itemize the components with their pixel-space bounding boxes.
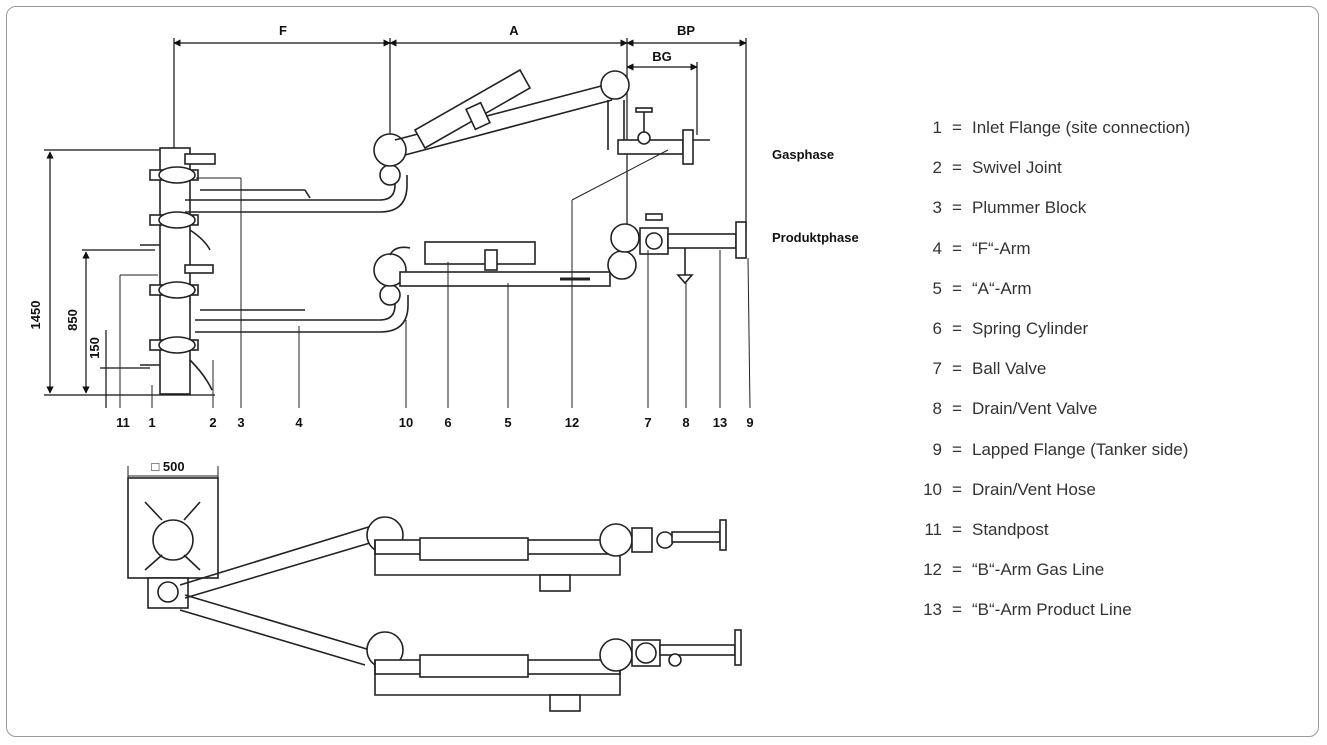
part-label: 9 [746,415,753,430]
part-label: 3 [237,415,244,430]
legend-item: 5 = “A“-Arm [905,269,1315,309]
diagram-frame [6,6,1319,737]
legend-number: 2 [932,158,942,178]
legend-number: 13 [923,600,942,620]
legend-item: 12 = “B“-Arm Gas Line [905,550,1315,590]
legend-text: Standpost [972,519,1049,539]
dimension-labels: F A BP BG 1450 850 150 □ 500 [28,23,695,474]
part-label: 11 [116,415,130,430]
part-label: 6 [444,415,451,430]
legend-number: 10 [923,479,942,499]
legend-text: Swivel Joint [972,158,1062,178]
part-label: 1 [148,415,155,430]
dim-850: 850 [65,309,80,331]
part-label: 5 [504,415,511,430]
legend-number: 1 [932,118,942,138]
dim-1450: 1450 [28,301,43,330]
product-arm-elevation [195,213,747,333]
legend-equals: = [952,278,962,298]
part-label: 12 [565,415,579,430]
legend-item: 3 = Plummer Block [905,188,1315,228]
dim-a: A [509,23,519,38]
legend-text: “B“-Arm Gas Line [972,560,1105,580]
part-label: 13 [713,415,727,430]
legend-equals: = [952,118,962,138]
part-label: 2 [209,415,216,430]
plan-view [127,466,742,712]
dim-f: F [279,23,287,38]
dim-bg: BG [652,49,672,64]
legend-item: 11 = Standpost [905,510,1315,550]
legend-number: 3 [932,198,942,218]
dim-bp: BP [677,23,695,38]
legend-number: 11 [924,519,942,539]
gasphase-label: Gasphase [772,147,835,162]
legend-text: Inlet Flange (site connection) [972,118,1191,138]
legend-text: Plummer Block [972,198,1087,218]
legend-text: Drain/Vent Valve [972,399,1098,419]
legend-text: Spring Cylinder [972,319,1089,339]
part-number-labels: 11 1 2 3 4 10 6 5 12 7 8 13 9 [116,415,753,430]
part-label: 7 [644,415,651,430]
legend-item: 6 = Spring Cylinder [905,309,1315,349]
legend-equals: = [952,439,962,459]
legend-number: 8 [932,399,942,419]
legend-item: 8 = Drain/Vent Valve [905,389,1315,429]
part-label: 10 [399,415,413,430]
dim-150: 150 [87,337,102,359]
legend-item: 1 = Inlet Flange (site connection) [905,108,1315,148]
legend-number: 4 [932,238,942,258]
legend-item: 2 = Swivel Joint [905,148,1315,188]
legend-item: 13 = “B“-Arm Product Line [905,590,1315,630]
legend-number: 5 [932,278,942,298]
legend-item: 7 = Ball Valve [905,349,1315,389]
legend-text: Drain/Vent Hose [972,479,1096,499]
produktphase-label: Produktphase [772,230,859,245]
legend-equals: = [952,319,962,339]
leader-lines [119,149,751,409]
legend-item: 9 = Lapped Flange (Tanker side) [905,430,1315,470]
legend-number: 6 [932,319,942,339]
legend-text: Ball Valve [972,359,1047,379]
legend-equals: = [952,600,962,620]
legend-equals: = [952,198,962,218]
legend-text: “B“-Arm Product Line [972,600,1132,620]
legend-equals: = [952,238,962,258]
standpost-elevation [140,147,216,395]
legend-equals: = [952,158,962,178]
legend-equals: = [952,519,962,539]
dim-500: □ 500 [151,459,184,474]
legend-number: 7 [932,359,942,379]
legend-text: Lapped Flange (Tanker side) [972,439,1189,459]
parts-legend: 1 = Inlet Flange (site connection) 2 = Swive… [905,108,1315,630]
legend-text: “A“-Arm [972,278,1032,298]
legend-equals: = [952,560,962,580]
part-label: 8 [682,415,689,430]
legend-number: 12 [923,560,942,580]
legend-item: 4 = “F“-Arm [905,229,1315,269]
legend-item: 10 = Drain/Vent Hose [905,470,1315,510]
legend-equals: = [952,479,962,499]
gas-arm-elevation [185,68,710,213]
part-label: 4 [295,415,303,430]
dimension-lines [44,38,747,408]
legend-number: 9 [932,439,942,459]
legend-equals: = [952,359,962,379]
legend-equals: = [952,399,962,419]
legend-text: “F“-Arm [972,238,1031,258]
